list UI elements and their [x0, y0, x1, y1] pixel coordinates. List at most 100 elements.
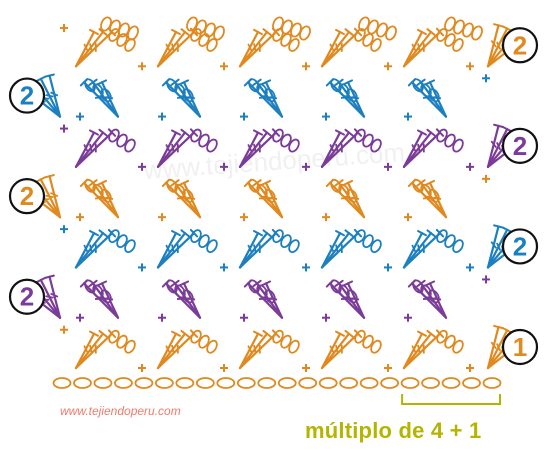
chain-stitch [369, 238, 383, 253]
chain-stitch [205, 339, 219, 354]
stitch-top [494, 125, 503, 127]
stitch-top [494, 326, 503, 328]
stitch-post [404, 233, 440, 267]
chain-stitch [422, 378, 439, 388]
chain-stitch [212, 25, 226, 41]
chain-stitch [443, 334, 457, 349]
badge-number: 2 [20, 282, 34, 312]
stitch-post [76, 32, 112, 66]
chain-stitch [451, 339, 465, 354]
stitch-crossbar [45, 296, 53, 298]
chain-stitch [135, 378, 152, 388]
row-number-badge: 2 [503, 28, 537, 62]
site-url: www.tejiendoperu.com [60, 404, 181, 418]
chain-stitch [176, 378, 193, 388]
chain-stitch [361, 233, 375, 248]
stitch-row [24, 74, 490, 120]
chain-stitch [287, 339, 301, 354]
chain-stitch [197, 233, 211, 248]
chain-stitch [74, 378, 91, 388]
stitch-post [76, 233, 112, 267]
chain-stitch [217, 378, 234, 388]
chain-stitch [451, 238, 465, 253]
chain-stitch [470, 25, 484, 41]
chain-stitch [197, 133, 211, 148]
repeat-label: múltiplo de 4 + 1 [305, 418, 481, 444]
stitch-row [24, 275, 490, 321]
chain-stitch [94, 378, 111, 388]
stitch-post [240, 334, 276, 368]
chain-stitch [115, 378, 132, 388]
row-number-badge: 2 [503, 229, 537, 263]
chain-stitch [197, 32, 211, 47]
stitch-top [45, 74, 54, 76]
chain-stitch [238, 378, 255, 388]
chain-stitch [384, 25, 398, 41]
stitch-post [158, 233, 194, 267]
stitch-post [322, 233, 358, 267]
row-number-badge: 2 [10, 179, 44, 213]
stitch-post [322, 334, 358, 368]
stitch-post [158, 32, 194, 66]
chain-stitch [287, 238, 301, 253]
chain-stitch [115, 334, 129, 349]
stitch-post [240, 32, 276, 66]
chain-stitch [484, 378, 501, 388]
chain-stitch [287, 37, 301, 52]
chain-stitch [197, 334, 211, 349]
stitch-post [322, 32, 358, 66]
badge-number: 2 [513, 131, 527, 161]
stitch-top [45, 276, 54, 278]
chain-stitch [279, 334, 293, 349]
chain-stitch [381, 378, 398, 388]
chain-stitch [115, 233, 129, 248]
badge-number: 2 [513, 30, 527, 60]
stitch-post [76, 133, 112, 167]
chain-stitch [197, 378, 214, 388]
chain-stitch [443, 233, 457, 248]
chain-stitch [443, 32, 457, 47]
stitch-row [24, 175, 490, 221]
chain-stitch [451, 37, 465, 52]
stitch-top [494, 24, 503, 26]
stitch-post [404, 133, 440, 167]
chain-stitch [361, 334, 375, 349]
row-number-badge: 2 [10, 280, 44, 314]
chain-stitch [443, 133, 457, 148]
stitch-crossbar [45, 196, 53, 198]
chain-stitch [443, 378, 460, 388]
row-number-badge: 1 [503, 330, 537, 364]
stitch-row [60, 225, 524, 271]
stitch-top [45, 175, 54, 177]
chain-stitch [369, 339, 383, 354]
badge-number: 2 [513, 231, 527, 261]
chain-stitch [156, 378, 173, 388]
chain-stitch [279, 378, 296, 388]
stitch-row [60, 326, 524, 372]
chain-stitch [299, 378, 316, 388]
chain-stitch [451, 138, 465, 153]
chain-stitch [123, 238, 137, 253]
chain-stitch [54, 378, 71, 388]
chain-stitch [258, 378, 275, 388]
chain-stitch [115, 133, 129, 148]
chain-stitch [361, 378, 378, 388]
stitch-top [494, 225, 503, 227]
badge-number: 1 [513, 332, 527, 362]
stitch-post [76, 334, 112, 368]
stitch-post [404, 32, 440, 66]
foundation-chain [54, 378, 501, 388]
chain-stitch [126, 25, 140, 41]
chain-stitch [298, 25, 312, 41]
badge-number: 2 [20, 81, 34, 111]
chain-stitch [369, 37, 383, 52]
chain-stitch [279, 233, 293, 248]
stitch-post [158, 334, 194, 368]
chain-stitch [402, 378, 419, 388]
row-number-badge: 2 [503, 129, 537, 163]
chain-stitch [123, 339, 137, 354]
repeat-bracket [402, 394, 500, 404]
chain-stitch [361, 32, 375, 47]
